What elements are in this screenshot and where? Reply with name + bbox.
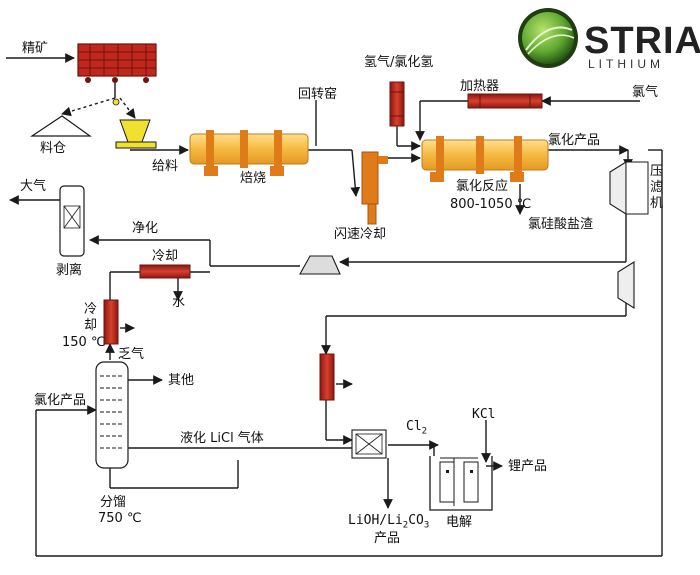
chl-temp-label: 800-1050 ℃ (450, 197, 532, 212)
h2-hcl-column (389, 81, 405, 127)
roast-label: 焙烧 (240, 171, 267, 186)
h2-label: 氢气/氯化氢 (364, 55, 434, 70)
filter-press (609, 161, 649, 215)
cl-gas-label: 氯气 (632, 85, 659, 100)
heater-label: 加热器 (460, 79, 500, 94)
brand-name: STRIA (584, 20, 700, 62)
li-product-label: 锂产品 (508, 459, 548, 474)
strip-column (59, 185, 85, 257)
lioh-label: LiOH/Li2CO3 (348, 513, 430, 531)
to-flash-arrow (350, 149, 361, 197)
flash-label: 闪速冷却 (334, 227, 387, 242)
strip-label: 剥离 (56, 263, 83, 278)
rotary-kiln (189, 130, 309, 176)
left-cooler (103, 299, 119, 345)
ore-label: 精矿 (22, 41, 49, 56)
top-cooler (139, 264, 191, 279)
liquid-licl-label: 液化 LiCl 气体 (180, 431, 264, 446)
bin-pile-icon (30, 115, 92, 137)
brand-sub: LITHIUM (588, 57, 664, 71)
exhaust-label: 乏气 (118, 347, 145, 362)
cool-temp-label: 150 ℃ (62, 335, 106, 350)
to-bin-arrow (61, 97, 116, 117)
middle-red-column (319, 353, 335, 401)
lioh-product-label: 产品 (374, 531, 401, 546)
other-label: 其他 (168, 373, 195, 388)
stria-logo-icon (518, 8, 578, 68)
atmosphere-label: 大气 (20, 179, 47, 194)
chl-reaction-label: 氯化反应 (456, 179, 509, 194)
electrolysis-label: 电解 (446, 515, 473, 530)
electrolysis-cell (429, 456, 493, 511)
distill-label: 分馏 (100, 495, 127, 510)
cl2-label: Cl2 (406, 419, 428, 437)
residue-label: 氯硅酸盐渣 (528, 217, 594, 232)
feed-hopper (112, 98, 157, 149)
filter-label: 压滤机 (650, 164, 664, 211)
distillation-column (95, 361, 129, 469)
flash-cooler (361, 151, 388, 225)
feed-label: 给料 (152, 159, 179, 174)
kiln-label: 回转窑 (298, 87, 338, 102)
compressor-icon (299, 255, 341, 275)
chl-product-top-label: 氯化产品 (548, 133, 601, 148)
ore-conveyor (77, 43, 157, 83)
to-hopper-arrow (119, 97, 136, 119)
compressor-right-icon (617, 261, 635, 309)
kcl-label: KCl (472, 407, 496, 422)
chlorination-kiln (421, 136, 549, 182)
chl-product-left-label: 氯化产品 (34, 393, 87, 408)
water-label: 水 (172, 295, 186, 310)
exchanger-box (351, 429, 387, 459)
bin-label: 料仓 (40, 141, 67, 156)
distill-temp-label: 750 ℃ (98, 511, 142, 526)
heater (467, 93, 543, 109)
cool-left-label: 冷却 (84, 302, 98, 333)
purify-label: 净化 (132, 221, 159, 236)
cool-top-label: 冷却 (152, 249, 179, 264)
